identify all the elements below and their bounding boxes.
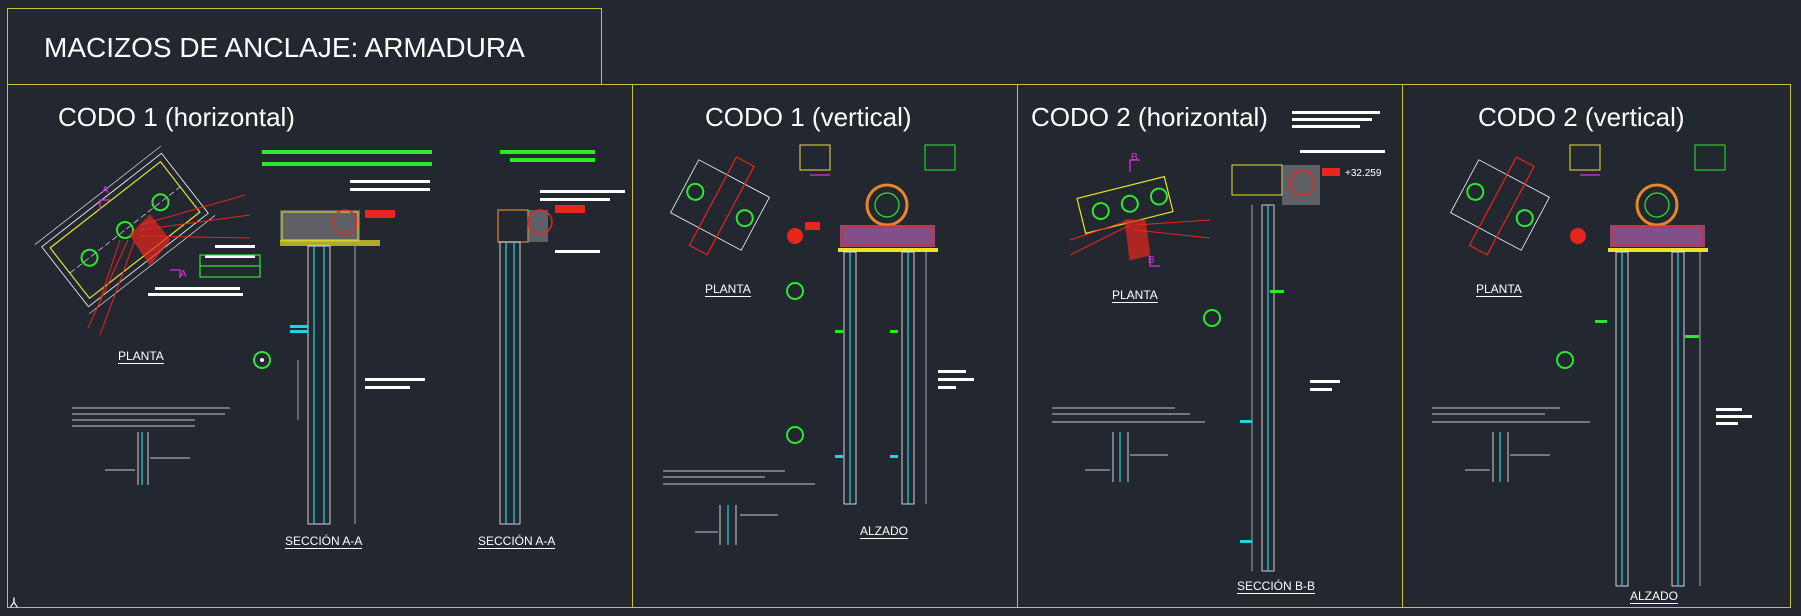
- label-seccion-aa-2: SECCIÓN A-A: [478, 534, 556, 549]
- small-pile-3: [1052, 407, 1205, 482]
- label-planta-4: PLANTA: [1476, 282, 1522, 297]
- elevation-mark: +32.259: [1345, 168, 1382, 179]
- section-bb: [1231, 111, 1385, 572]
- plan-view-4: [1450, 156, 1550, 256]
- panel-title-1: CODO 1 (horizontal): [58, 102, 295, 132]
- section-aa-1: [262, 150, 432, 525]
- detail-1: [199, 254, 261, 278]
- section-markers: [99, 159, 1600, 278]
- bar-section-1: [253, 351, 271, 369]
- rebar-fan-3: [1069, 219, 1211, 261]
- label-alzado-4: ALZADO: [1630, 589, 1679, 604]
- small-pile-2: [663, 470, 815, 545]
- marker-b-1: B: [1131, 152, 1138, 163]
- marker-b-2: B: [1148, 255, 1155, 266]
- label-planta-3: PLANTA: [1112, 288, 1158, 303]
- pipe-section-2: [787, 228, 803, 244]
- plan-view-3: [1076, 175, 1174, 235]
- plan-notes-1: [148, 245, 255, 296]
- marker-a-1: A: [102, 185, 109, 196]
- panel-title-4: CODO 2 (vertical): [1478, 102, 1685, 132]
- label-seccion-bb: SECCIÓN B-B: [1237, 579, 1316, 594]
- plan-view-2: [670, 156, 770, 256]
- panel-title-3: CODO 2 (horizontal): [1031, 102, 1268, 132]
- alzado-4: [1569, 144, 1752, 587]
- small-pile-1: [72, 407, 230, 485]
- rebar-fan-1: [87, 194, 251, 336]
- small-pile-4: [1432, 407, 1590, 482]
- label-planta-2: PLANTA: [705, 282, 751, 297]
- panel-frame-4: [1402, 84, 1791, 608]
- panel-title-2: CODO 1 (vertical): [705, 102, 912, 132]
- marker-a-2: A: [180, 269, 187, 280]
- alzado-2: [799, 144, 974, 505]
- label-planta-1: PLANTA: [118, 349, 164, 364]
- ucs-axis-icon: ⅄: [10, 595, 18, 610]
- section-aa-2: [497, 150, 625, 525]
- label-alzado-2: ALZADO: [860, 524, 909, 539]
- label-seccion-aa-1: SECCIÓN A-A: [285, 534, 363, 549]
- page-title: MACIZOS DE ANCLAJE: ARMADURA: [44, 32, 525, 63]
